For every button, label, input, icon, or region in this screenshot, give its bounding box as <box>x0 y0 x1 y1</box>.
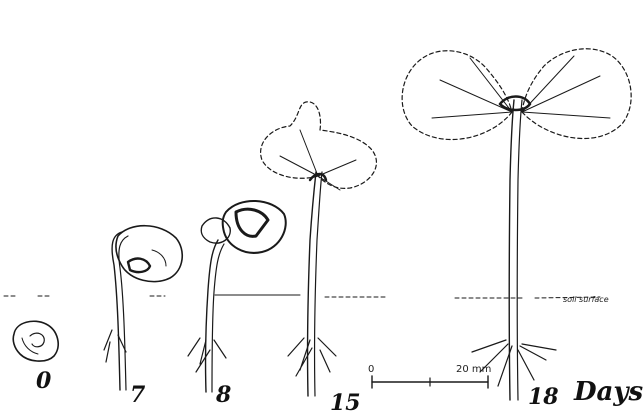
seedling-day-7 <box>104 226 182 390</box>
stage-label-day-15: 15 <box>330 390 361 416</box>
stage-label-day-18: 18 <box>528 384 559 410</box>
seedling-day-18 <box>402 49 631 400</box>
seedling-day-8 <box>188 201 286 392</box>
seed-day-0 <box>13 321 58 361</box>
scale-bar-start-label: 0 <box>368 364 374 375</box>
scale-bar-end-label: 20 mm <box>456 364 491 375</box>
stage-label-day-7: 7 <box>130 382 146 408</box>
days-unit-label: Days <box>573 377 644 407</box>
stage-label-day-0: 0 <box>36 368 52 394</box>
stage-label-day-8: 8 <box>215 382 231 408</box>
scale-bar <box>372 376 488 388</box>
soil-line <box>4 295 600 298</box>
soil-line-annotation: soil surface <box>563 295 609 304</box>
seedling-day-15 <box>261 102 377 396</box>
